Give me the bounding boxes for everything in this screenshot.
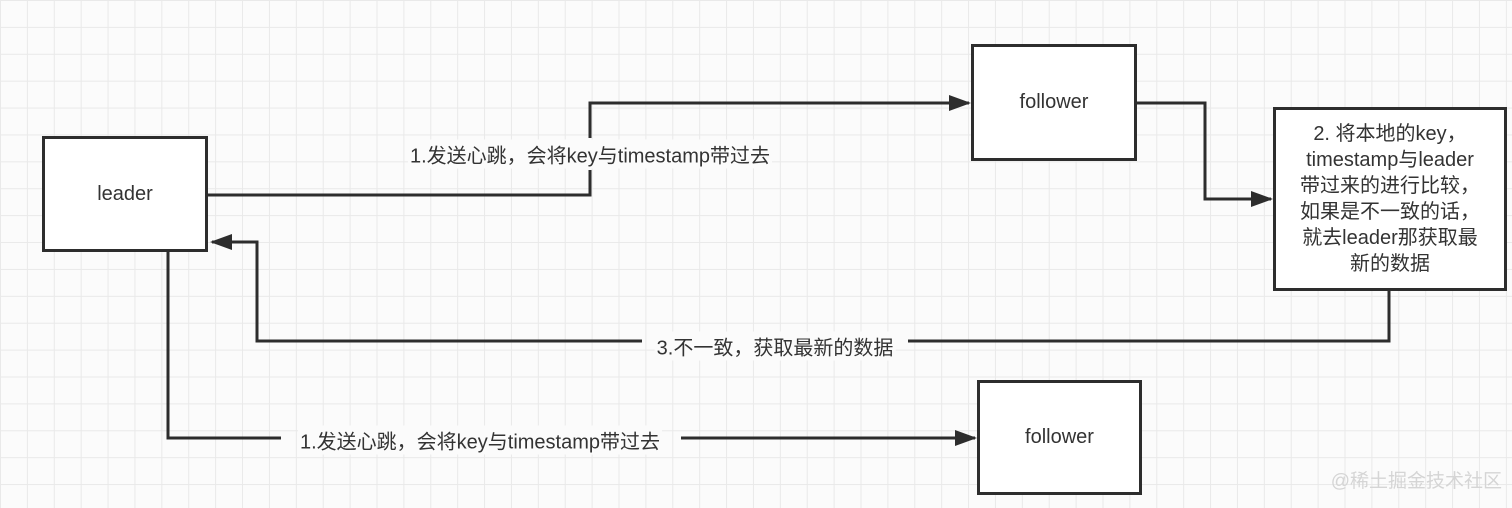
edge-mismatch-start	[908, 291, 1391, 343]
node-compare-note-text: 2. 将本地的key， timestamp与leader 带过来的进行比较， 如…	[1300, 123, 1480, 275]
node-compare-note: 2. 将本地的key， timestamp与leader 带过来的进行比较， 如…	[1273, 107, 1507, 291]
edge-label-mismatch: 3.不一致，获取最新的数据	[654, 331, 896, 361]
node-leader-label: leader	[97, 182, 153, 205]
edge-heartbeat-top-start	[208, 170, 592, 197]
edge-label-heartbeat-top: 1.发送心跳，会将key与timestamp带过去	[407, 139, 773, 169]
edge-mismatch-end	[210, 234, 642, 343]
watermark: @稀土掘金技术社区	[1330, 471, 1502, 492]
edge-label-heartbeat-bottom: 1.发送心跳，会将key与timestamp带过去	[297, 425, 663, 455]
edge-heartbeat-top-end	[588, 95, 971, 138]
node-follower-bottom: follower	[977, 380, 1142, 495]
node-follower-top: follower	[971, 44, 1137, 161]
edge-follower-to-note	[1137, 101, 1273, 207]
node-follower-top-label: follower	[1019, 91, 1089, 113]
node-leader: leader	[42, 136, 208, 252]
edge-heartbeat-bottom-start	[166, 252, 281, 440]
node-follower-bottom-label: follower	[1025, 426, 1094, 448]
